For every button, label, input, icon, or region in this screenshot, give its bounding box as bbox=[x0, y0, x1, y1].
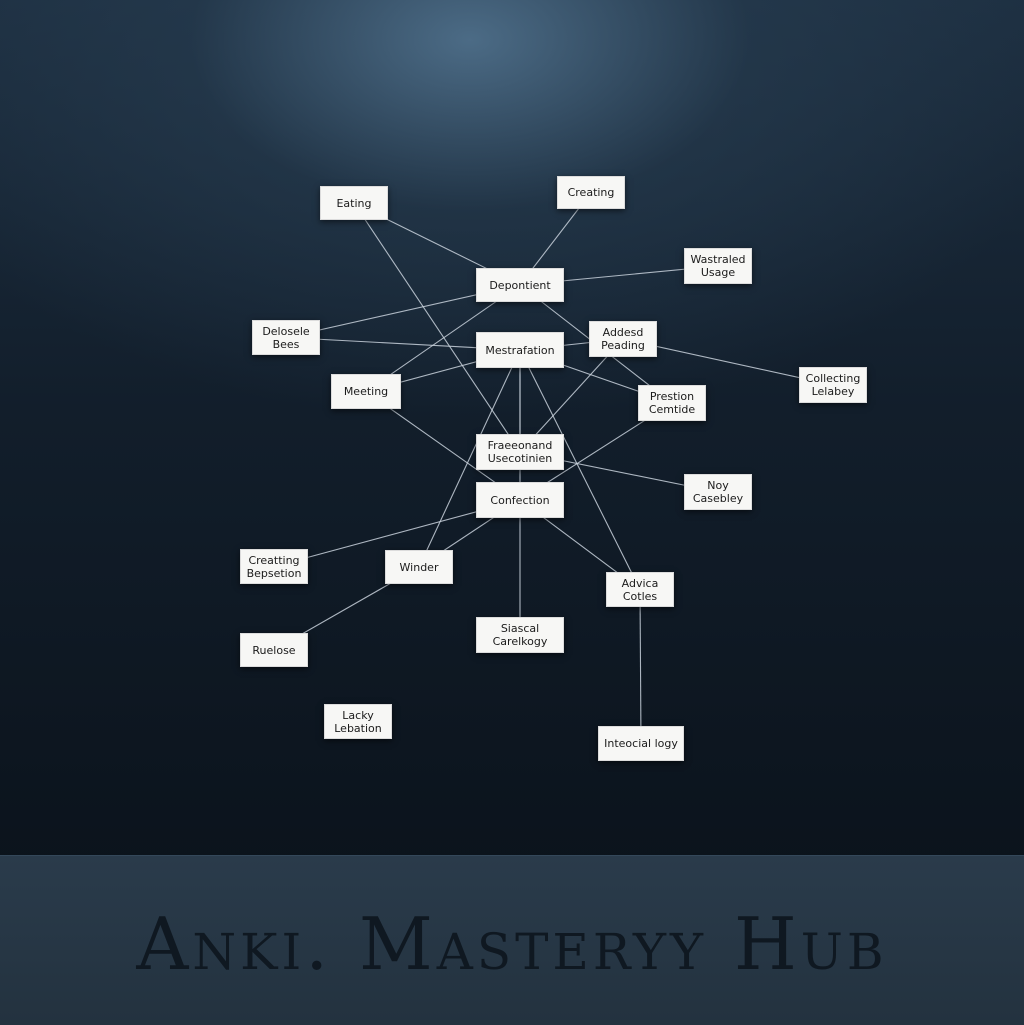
node-addesd-peading: Addesd Peading bbox=[589, 321, 657, 357]
edge-depontient-meeting bbox=[365, 284, 521, 392]
node-collecting-lelabey: Collecting Lelabey bbox=[799, 367, 867, 403]
node-wasted-usage: Wastraled Usage bbox=[684, 248, 752, 284]
node-lacky-lebation: Lacky Lebation bbox=[324, 704, 392, 739]
node-delosele-bees: Delosele Bees bbox=[252, 320, 320, 355]
footer-title: Anki. Masteryy Hub bbox=[136, 901, 888, 986]
edge-mestrafation-advica-cotles bbox=[519, 349, 641, 590]
node-prestion-cemtide: Prestion Cemtide bbox=[638, 385, 706, 421]
node-siascal-carelkogy: Siascal Carelkogy bbox=[476, 617, 564, 653]
edge-addesd-peading-collecting-lelabey bbox=[622, 338, 834, 386]
node-advica-cotles: Advica Cotles bbox=[606, 572, 674, 607]
node-noy-casebley: Noy Casebley bbox=[684, 474, 752, 510]
node-depontient: Depontient bbox=[476, 268, 564, 302]
node-eating: Eating bbox=[320, 186, 388, 220]
node-confection: Confection bbox=[476, 482, 564, 518]
edge-mestrafation-winder bbox=[418, 349, 521, 568]
node-meeting: Meeting bbox=[331, 374, 401, 409]
edge-meeting-confection bbox=[365, 391, 521, 501]
node-inteocial-iogy: Inteocial logy bbox=[598, 726, 684, 761]
edge-addesd-peading-fraeeonand bbox=[519, 338, 624, 453]
node-creating-bepsetion: Creatting Bepsetion bbox=[240, 549, 308, 584]
node-fraeeonand: Fraeeonand Usecotinien bbox=[476, 434, 564, 470]
node-mestrafation: Mestrafation bbox=[476, 332, 564, 368]
edge-eating-fraeeonand bbox=[353, 202, 521, 453]
node-creating: Creating bbox=[557, 176, 625, 209]
edge-layer bbox=[273, 192, 834, 744]
edge-advica-cotles-inteocial-iogy bbox=[639, 589, 642, 744]
node-winder: Winder bbox=[385, 550, 453, 584]
node-ruelose: Ruelose bbox=[240, 633, 308, 667]
footer-banner: Anki. Masteryy Hub bbox=[0, 855, 1024, 1025]
